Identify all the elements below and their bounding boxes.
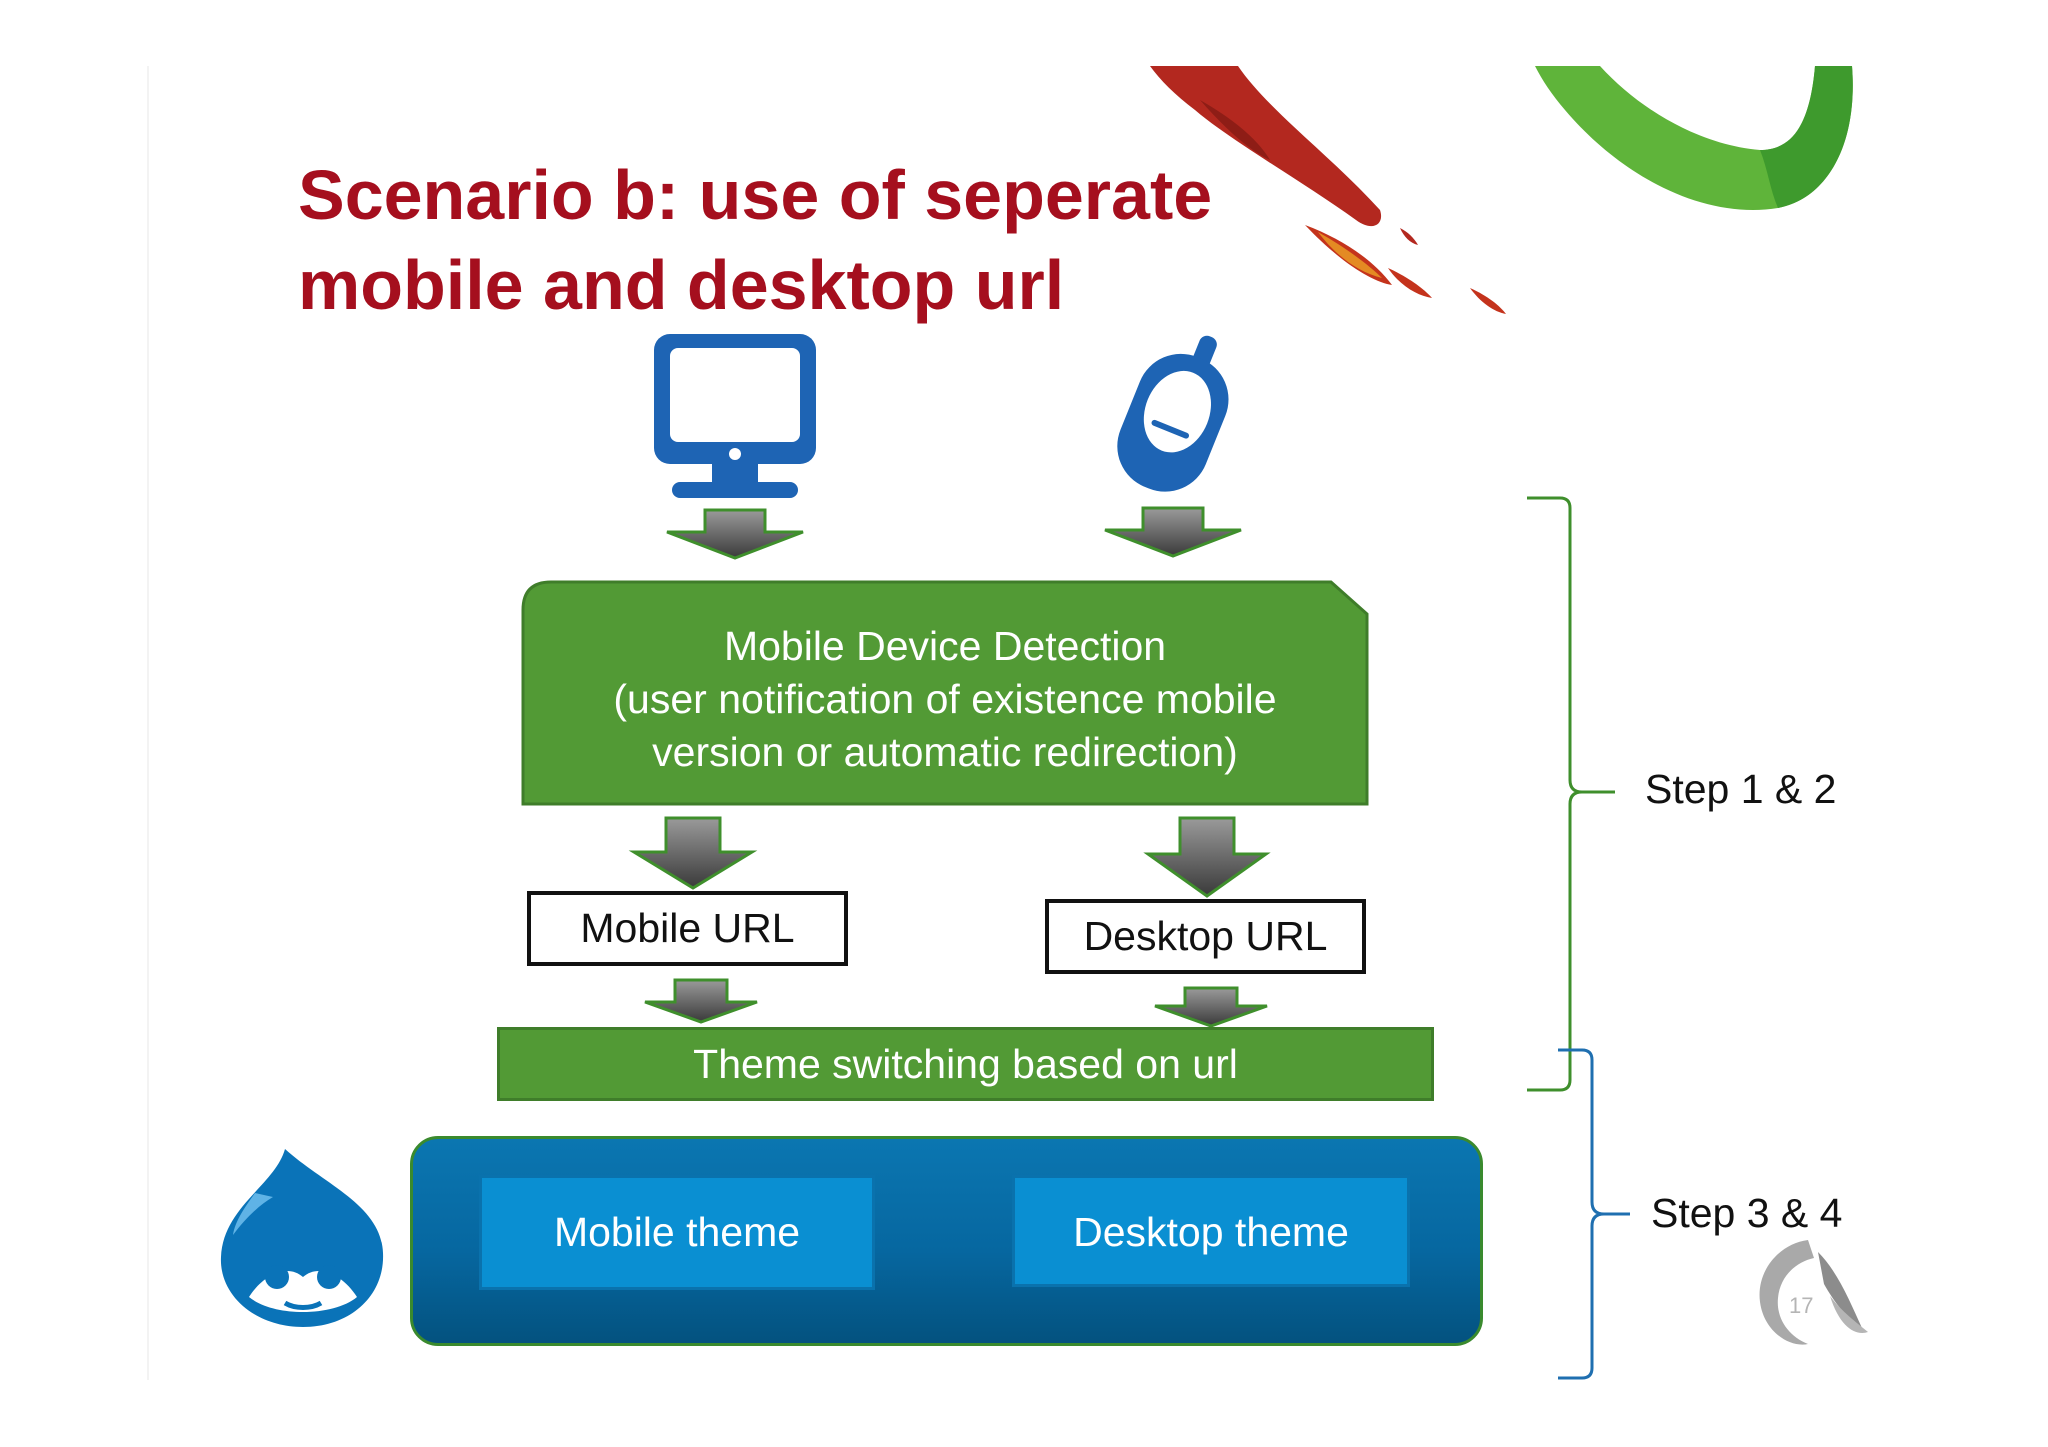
- blue-bracket: [1558, 1048, 1630, 1380]
- slide-edge: [147, 66, 149, 1380]
- mobile-phone-icon: [1117, 335, 1229, 492]
- title-line-1: Scenario b: use of seperate: [298, 156, 1213, 234]
- detection-line-3: version or automatic redirection): [652, 729, 1238, 775]
- desktop-monitor-icon: [654, 334, 816, 498]
- down-arrow-icon: [1143, 816, 1271, 898]
- desktop-url-box: Desktop URL: [1045, 899, 1366, 974]
- detection-box: [521, 580, 1369, 806]
- mobile-theme-box: Mobile theme: [479, 1175, 875, 1290]
- detection-line-2: (user notification of existence mobile: [613, 676, 1277, 722]
- mobile-url-box: Mobile URL: [527, 891, 848, 966]
- step-1-2-label: Step 1 & 2: [1645, 766, 1837, 812]
- footer-swirl-logo: [1759, 1240, 1868, 1345]
- slide-title: Scenario b: use of seperate mobile and d…: [298, 150, 1212, 330]
- theme-switching-bar: Theme switching based on url: [497, 1027, 1434, 1101]
- detection-line-1: Mobile Device Detection: [723, 623, 1167, 669]
- page-number: 17: [1789, 1293, 1814, 1318]
- down-arrow-icon: [1154, 986, 1268, 1028]
- down-arrow-icon: [644, 978, 758, 1024]
- drupal-drop-logo: [220, 1149, 384, 1327]
- down-arrow-icon: [1104, 506, 1242, 558]
- desktop-theme-box: Desktop theme: [1012, 1175, 1410, 1287]
- title-line-2: mobile and desktop url: [298, 246, 1065, 324]
- down-arrow-icon: [628, 816, 758, 890]
- green-bracket: [1527, 496, 1615, 1092]
- down-arrow-icon: [666, 508, 804, 560]
- detection-text: Mobile Device Detection (user notificati…: [521, 620, 1369, 779]
- step-3-4-label: Step 3 & 4: [1651, 1190, 1843, 1236]
